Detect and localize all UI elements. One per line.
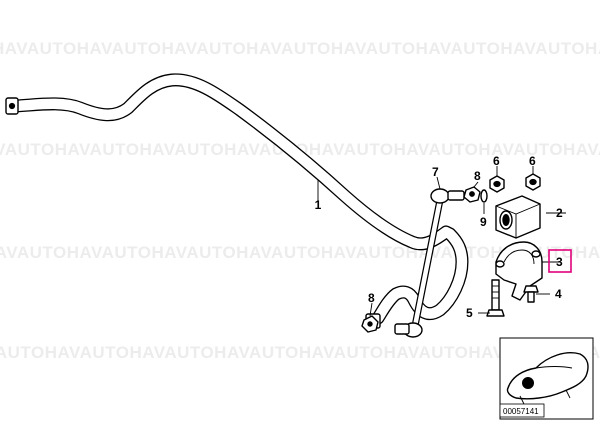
link-ball-joint-top: [430, 188, 450, 204]
bolt-long[interactable]: [486, 279, 505, 317]
callout-part-7: 7: [432, 165, 439, 179]
callout-part-8a: 8: [474, 169, 481, 183]
callouts: 1 2 3 4 5 6 6 7 8 8 9: [315, 154, 572, 320]
link-stud-bottom: [394, 323, 410, 335]
callout-part-4: 4: [555, 287, 562, 301]
leader-lines: [317, 166, 566, 317]
callout-part-6b: 6: [529, 154, 536, 168]
watermark-row-3: HAVAUTOHAVAUTOHAVAUTOHAVAUTOHAVAUTOHAVAU…: [0, 243, 600, 262]
callout-part-3: 3: [556, 255, 563, 269]
bar-end-left-hole-icon: [8, 102, 16, 110]
link-stud-top: [447, 190, 465, 201]
stabilizer-bar[interactable]: [5, 73, 469, 329]
hex-nut-right[interactable]: [525, 173, 541, 191]
callout-part-9: 9: [480, 215, 487, 229]
watermark-row-1: HAVAUTOHAVAUTOHAVAUTOHAVAUTOHAVAUTOHAVAU…: [0, 39, 600, 58]
callout-part-1: 1: [315, 198, 322, 212]
watermark: HAVAUTOHAVAUTOHAVAUTOHAVAUTOHAVAUTOHAVAU…: [0, 39, 600, 362]
watermark-row-4: HAVAUTOHAVAUTOHAVAUTOHAVAUTOHAVAUTOHAVAU…: [0, 343, 600, 362]
location-marker-icon: [522, 377, 534, 389]
rubber-mounting[interactable]: [495, 195, 541, 239]
highlight-box-part-3: [548, 249, 572, 273]
hex-nut-left[interactable]: [489, 175, 505, 193]
callout-part-6a: 6: [493, 154, 500, 168]
nut-upper-link[interactable]: [463, 186, 481, 203]
stabilizer-link[interactable]: [394, 188, 465, 338]
diagram-id: 00057141: [503, 407, 539, 416]
bolt-short[interactable]: [523, 285, 539, 303]
nut-lower-link[interactable]: [361, 315, 379, 333]
washer-upper-link[interactable]: [480, 189, 488, 203]
callout-part-5: 5: [466, 306, 473, 320]
callout-part-2: 2: [556, 206, 563, 220]
callout-part-8b: 8: [368, 291, 375, 305]
vehicle-location-inset: 00057141: [499, 337, 594, 420]
